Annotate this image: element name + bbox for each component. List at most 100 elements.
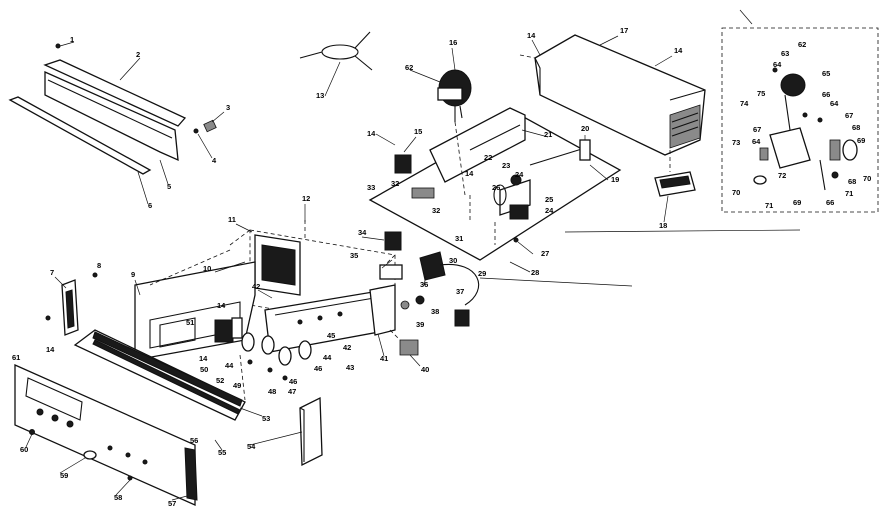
callout-31: 31: [455, 234, 463, 243]
callout-51: 51: [186, 318, 194, 327]
callout-66-a: 66: [822, 90, 830, 99]
relay-34: [384, 231, 402, 251]
control-panel-trim-52: [73, 329, 246, 421]
callout-39: 39: [416, 320, 424, 329]
callout-46-b: 46: [289, 377, 297, 386]
callout-54: 54: [247, 442, 256, 451]
callout-6: 6: [148, 201, 152, 210]
callout-68-b: 68: [848, 177, 856, 186]
screw-4: [193, 128, 199, 134]
inset-detail-62: [721, 9, 879, 213]
callout-8: 8: [97, 261, 101, 270]
chassis-11: [134, 229, 396, 361]
callout-40: 40: [421, 365, 429, 374]
callout-41: 41: [380, 354, 388, 363]
side-panel-54: [299, 396, 323, 467]
timer-control-62: [437, 69, 472, 122]
callout-55: 55: [218, 448, 226, 457]
callout-16: 16: [449, 38, 457, 47]
relay-15: [394, 154, 412, 174]
callout-71-a: 71: [845, 189, 853, 198]
callout-62-b: 62: [798, 40, 806, 49]
wire-13: [299, 31, 373, 71]
rod-20: [529, 147, 586, 166]
callout-43: 43: [346, 363, 354, 372]
callout-14-c: 14: [367, 129, 376, 138]
callout-34: 34: [358, 228, 367, 237]
callout-14-e: 14: [217, 301, 226, 310]
callout-labels: 1 2 3 4 5 6 7 8 9 10 11 12 13 14 14 14 1…: [12, 26, 871, 508]
callout-14-b: 14: [674, 46, 683, 55]
callout-24-a: 24: [515, 170, 524, 179]
callout-2: 2: [136, 50, 140, 59]
callout-37: 37: [456, 287, 464, 296]
callout-5: 5: [167, 182, 171, 191]
switch-51: [214, 319, 234, 343]
callout-14-a: 14: [527, 31, 536, 40]
clip-3: [203, 119, 217, 133]
callout-14-d: 14: [465, 169, 474, 178]
callout-11: 11: [228, 215, 236, 224]
callout-64-a: 64: [773, 60, 782, 69]
callout-12: 12: [302, 194, 310, 203]
callout-53: 53: [262, 414, 270, 423]
callout-32-b: 32: [432, 206, 440, 215]
callout-22: 22: [484, 153, 492, 162]
leader-lines: [25, 35, 673, 501]
callout-70-b: 70: [732, 188, 740, 197]
trim-bar-6: [8, 96, 152, 175]
callout-50: 50: [200, 365, 208, 374]
callout-30: 30: [449, 256, 457, 265]
screw-1: [55, 43, 61, 49]
callout-18: 18: [659, 221, 667, 230]
callout-61: 61: [12, 353, 20, 362]
callout-62-a: 62: [405, 63, 413, 72]
callout-38: 38: [431, 307, 439, 316]
clip-40: [399, 339, 419, 356]
screw-38: [415, 295, 425, 305]
callout-26: 26: [492, 183, 500, 192]
callout-63: 63: [781, 49, 789, 58]
callout-64-c: 64: [752, 137, 761, 146]
callout-10: 10: [203, 264, 211, 273]
callout-59: 59: [60, 471, 68, 480]
callout-71-b: 71: [765, 201, 773, 210]
callout-45: 45: [327, 331, 335, 340]
callout-21: 21: [544, 130, 552, 139]
callout-64-b: 64: [830, 99, 839, 108]
callout-24-b: 24: [545, 206, 554, 215]
callout-14-f: 14: [46, 345, 55, 354]
top-cover-17: [519, 34, 706, 156]
callout-48: 48: [268, 387, 276, 396]
callout-25: 25: [545, 195, 553, 204]
callout-13: 13: [316, 91, 324, 100]
callout-3: 3: [226, 103, 230, 112]
callout-69-b: 69: [793, 198, 801, 207]
components-34-40: [214, 231, 480, 356]
callout-33: 33: [367, 183, 375, 192]
callout-9: 9: [131, 270, 135, 279]
callout-46-a: 46: [314, 364, 322, 373]
switches-44-49: [241, 332, 312, 381]
callout-44-b: 44: [323, 353, 332, 362]
callout-58: 58: [114, 493, 122, 502]
knob-59: [83, 450, 97, 460]
callout-68-a: 68: [852, 123, 860, 132]
callout-29: 29: [478, 269, 486, 278]
bracket-7: [45, 272, 98, 336]
screw-39: [400, 300, 410, 310]
callout-17: 17: [620, 26, 628, 35]
callout-49: 49: [233, 381, 241, 390]
assembly-guides: [149, 121, 801, 401]
callout-52: 52: [216, 376, 224, 385]
callout-74: 74: [740, 99, 749, 108]
callout-65: 65: [822, 69, 830, 78]
callout-73: 73: [732, 138, 740, 147]
callout-70-a: 70: [863, 174, 871, 183]
front-control-panel-61: [14, 363, 198, 507]
callout-35: 35: [350, 251, 358, 260]
terminal-block-18: [654, 150, 696, 197]
relay-35: [379, 264, 403, 280]
block-32: [411, 187, 435, 199]
